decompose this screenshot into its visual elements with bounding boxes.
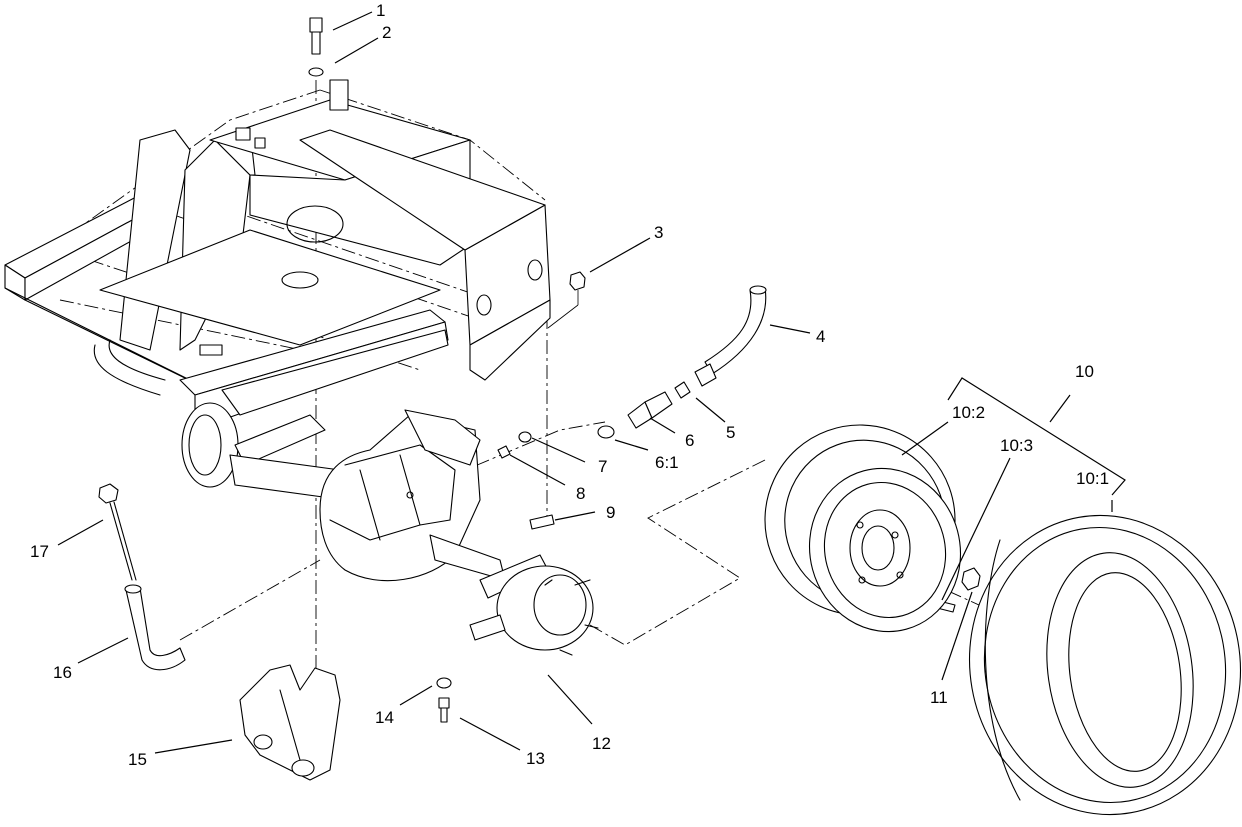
callout-10-2: 10:2 (952, 403, 985, 422)
callout-3: 3 (654, 223, 663, 242)
fitting-part-6 (627, 391, 673, 429)
tire-part-10-1 (968, 514, 1242, 816)
o-ring-part-6-1 (597, 425, 615, 439)
callout-labels: 1 2 3 4 5 6 6:1 7 8 9 10 10:1 10:2 10:3 … (30, 1, 1109, 769)
bracket-part-15 (239, 664, 341, 781)
hose-part-4 (694, 285, 767, 387)
callout-10-3: 10:3 (1000, 436, 1033, 455)
callout-9: 9 (606, 503, 615, 522)
bolt-part-13 (438, 697, 450, 723)
leader-lines (57, 11, 1126, 754)
transaxle (181, 402, 599, 656)
callout-7: 7 (598, 457, 607, 476)
callout-11: 11 (930, 688, 948, 707)
clip-part-9 (529, 514, 555, 530)
callout-2: 2 (382, 23, 391, 42)
clamp-part-5 (674, 381, 691, 399)
rear-frame (4, 79, 551, 421)
callout-10: 10 (1075, 362, 1094, 381)
callout-8: 8 (576, 484, 585, 503)
callout-14: 14 (375, 708, 394, 727)
callout-6: 6 (685, 431, 694, 450)
rim-part-10-2 (764, 424, 962, 633)
bolt-part-1 (309, 17, 323, 55)
washer-part-14 (436, 677, 452, 689)
rod-part-17 (98, 483, 137, 581)
callout-13: 13 (526, 749, 545, 768)
washer-part-7 (518, 431, 532, 443)
callout-17: 17 (30, 542, 49, 561)
nut-part-3 (569, 271, 586, 291)
callout-16: 16 (53, 663, 72, 682)
callout-4: 4 (816, 327, 825, 346)
lug-nut-part-11 (961, 567, 981, 591)
callout-1: 1 (376, 1, 385, 20)
callout-12: 12 (592, 734, 611, 753)
callout-6-1: 6:1 (655, 453, 679, 472)
callout-15: 15 (128, 750, 147, 769)
callout-10-1: 10:1 (1076, 469, 1109, 488)
plug-part-8 (497, 445, 511, 459)
washer-part-2 (308, 67, 324, 77)
callout-5: 5 (726, 423, 735, 442)
lever-part-16 (124, 584, 186, 671)
